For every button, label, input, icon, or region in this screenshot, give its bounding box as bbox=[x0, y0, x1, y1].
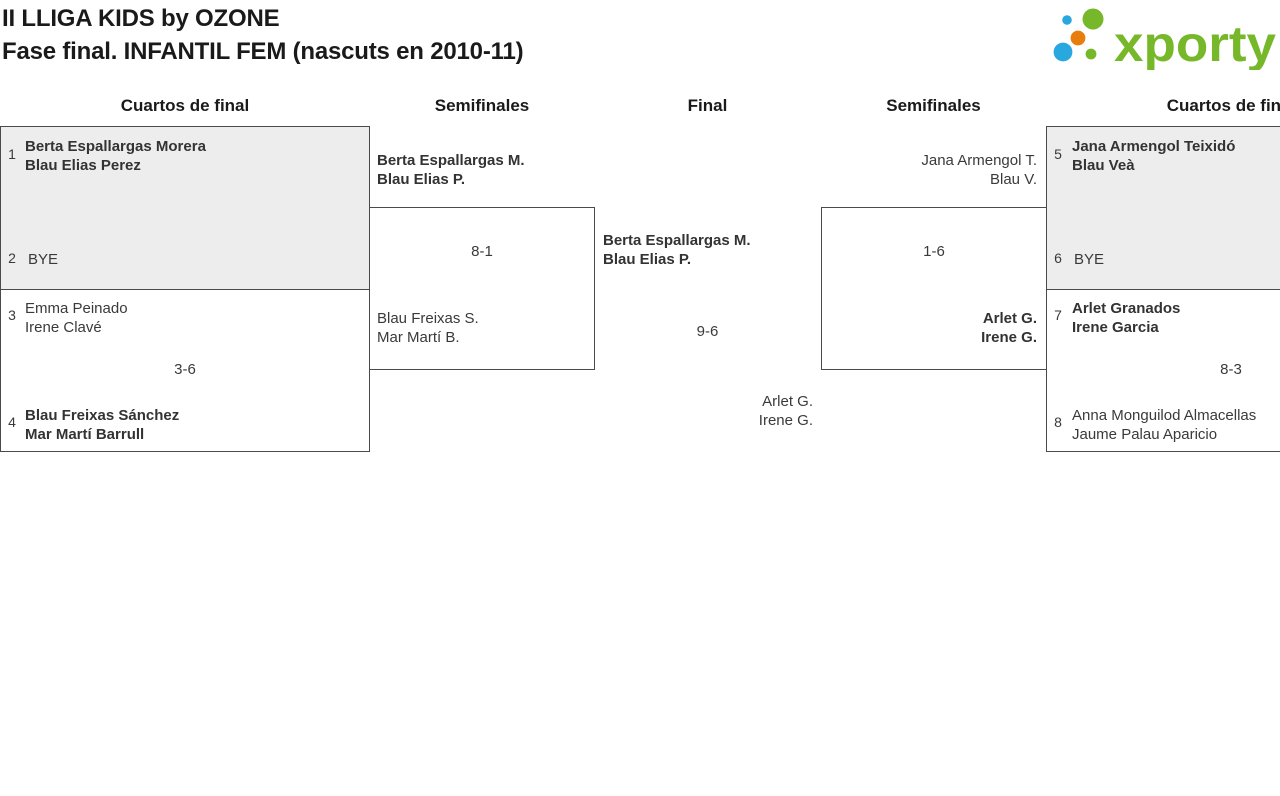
player-name: Berta Espallargas M. bbox=[603, 232, 751, 249]
logo-dot-blue-small-icon bbox=[1062, 15, 1072, 25]
player-name: Arlet G. bbox=[982, 310, 1037, 327]
round-header-quarterfinals-right: Cuartos de final bbox=[1166, 96, 1280, 115]
player-name: Blau Veà bbox=[1072, 157, 1135, 174]
match-score: 1-6 bbox=[923, 243, 945, 260]
pair-names: Arlet G. Irene G. bbox=[822, 309, 1037, 347]
player-name: Blau Freixas S. bbox=[377, 310, 479, 327]
round-header-final: Final bbox=[687, 96, 728, 115]
player-name: Blau V. bbox=[990, 171, 1037, 188]
final-score: 9-6 bbox=[696, 323, 719, 340]
player-name: Anna Monguilod Almacellas bbox=[1072, 407, 1257, 424]
player-name: Arlet Granados bbox=[1072, 300, 1181, 317]
player-name: Jaume Palau Aparicio bbox=[1072, 426, 1218, 443]
xporty-logo[interactable]: xporty bbox=[1048, 4, 1280, 70]
seed-number: 2 bbox=[8, 250, 16, 266]
logo-dot-green-large-icon bbox=[1082, 8, 1104, 30]
logo-dot-blue-large-icon bbox=[1053, 42, 1073, 62]
xporty-wordmark: xporty bbox=[1114, 16, 1276, 70]
match-box-qf-right-bottom: 7 Arlet Granados Irene Garcia 8-3 8 Anna… bbox=[1046, 289, 1280, 452]
tournament-title: II LLIGA KIDS by OZONE bbox=[2, 5, 280, 32]
round-header-semifinals-right: Semifinales bbox=[886, 96, 981, 115]
seed-number: 7 bbox=[1054, 307, 1062, 323]
player-name: Mar Martí B. bbox=[377, 329, 460, 346]
match-score: 8-3 bbox=[1220, 361, 1242, 378]
logo-dot-green-small-icon bbox=[1085, 48, 1097, 60]
round-header-semifinals-left: Semifinales bbox=[434, 96, 530, 115]
match-box-qf-right-top: 5 Jana Armengol Teixidó Blau Veà 6 BYE bbox=[1046, 126, 1280, 290]
match-score: 8-1 bbox=[471, 243, 493, 260]
pair-names: Arlet Granados Irene Garcia bbox=[1072, 299, 1180, 337]
match-box-sf-left: Berta Espallargas M. Blau Elias P. 8-1 B… bbox=[369, 152, 595, 370]
pair-names: Anna Monguilod Almacellas Jaume Palau Ap… bbox=[1072, 406, 1256, 444]
player-name: Irene G. bbox=[981, 329, 1037, 346]
player-name: Irene G. bbox=[758, 412, 813, 429]
logo-dot-orange-icon bbox=[1070, 30, 1086, 46]
pair-names: Berta Espallargas Morera Blau Elias Pere… bbox=[25, 137, 206, 175]
player-name: Irene Clavé bbox=[25, 319, 102, 336]
player-name: Blau Freixas Sánchez bbox=[25, 407, 180, 424]
phase-subtitle: Fase final. INFANTIL FEM (nascuts en 201… bbox=[2, 38, 524, 65]
pair-names: Emma Peinado Irene Clavé bbox=[25, 299, 128, 337]
player-name: Irene Garcia bbox=[1072, 319, 1159, 336]
seed-number: 1 bbox=[8, 146, 16, 162]
match-box-qf-left-bottom: 3 Emma Peinado Irene Clavé 3-6 4 Blau Fr… bbox=[0, 289, 370, 452]
match-box-sf-right: Jana Armengol T. Blau V. 1-6 Arlet G. Ir… bbox=[821, 152, 1047, 370]
seed-number: 8 bbox=[1054, 414, 1062, 430]
pair-names: Blau Freixas S. Mar Martí B. bbox=[377, 309, 479, 347]
bye-label: BYE bbox=[28, 251, 59, 268]
player-name: Berta Espallargas M. bbox=[377, 152, 525, 169]
pair-names: Jana Armengol Teixidó Blau Veà bbox=[1072, 137, 1235, 175]
player-name: Arlet G. bbox=[762, 393, 813, 410]
bye-label: BYE bbox=[1074, 251, 1105, 268]
round-header-quarterfinals-left: Cuartos de final bbox=[120, 96, 250, 115]
player-name: Blau Elias Perez bbox=[25, 157, 141, 174]
page-title: II LLIGA KIDS by OZONE Fase final. INFAN… bbox=[2, 2, 524, 68]
final-runnerup-names: Arlet G. Irene G. bbox=[595, 392, 813, 430]
match-score: 3-6 bbox=[174, 361, 196, 378]
seed-number: 3 bbox=[8, 307, 16, 323]
final-winner-names: Berta Espallargas M. Blau Elias P. bbox=[603, 231, 751, 269]
seed-number: 5 bbox=[1054, 146, 1062, 162]
player-name: Blau Elias P. bbox=[377, 171, 466, 188]
seed-number: 4 bbox=[8, 414, 16, 430]
pair-names: Berta Espallargas M. Blau Elias P. bbox=[377, 151, 525, 189]
pair-names: Jana Armengol T. Blau V. bbox=[822, 151, 1037, 189]
xporty-logo-icon: xporty bbox=[1053, 8, 1276, 70]
seed-number: 6 bbox=[1054, 250, 1062, 266]
player-name: Berta Espallargas Morera bbox=[25, 138, 206, 155]
pair-names: Blau Freixas Sánchez Mar Martí Barrull bbox=[25, 406, 179, 444]
player-name: Jana Armengol T. bbox=[921, 152, 1037, 169]
match-box-qf-left-top: 1 Berta Espallargas Morera Blau Elias Pe… bbox=[0, 126, 370, 290]
player-name: Mar Martí Barrull bbox=[25, 426, 145, 443]
player-name: Emma Peinado bbox=[25, 300, 128, 317]
player-name: Jana Armengol Teixidó bbox=[1072, 138, 1236, 155]
player-name: Blau Elias P. bbox=[603, 251, 692, 268]
